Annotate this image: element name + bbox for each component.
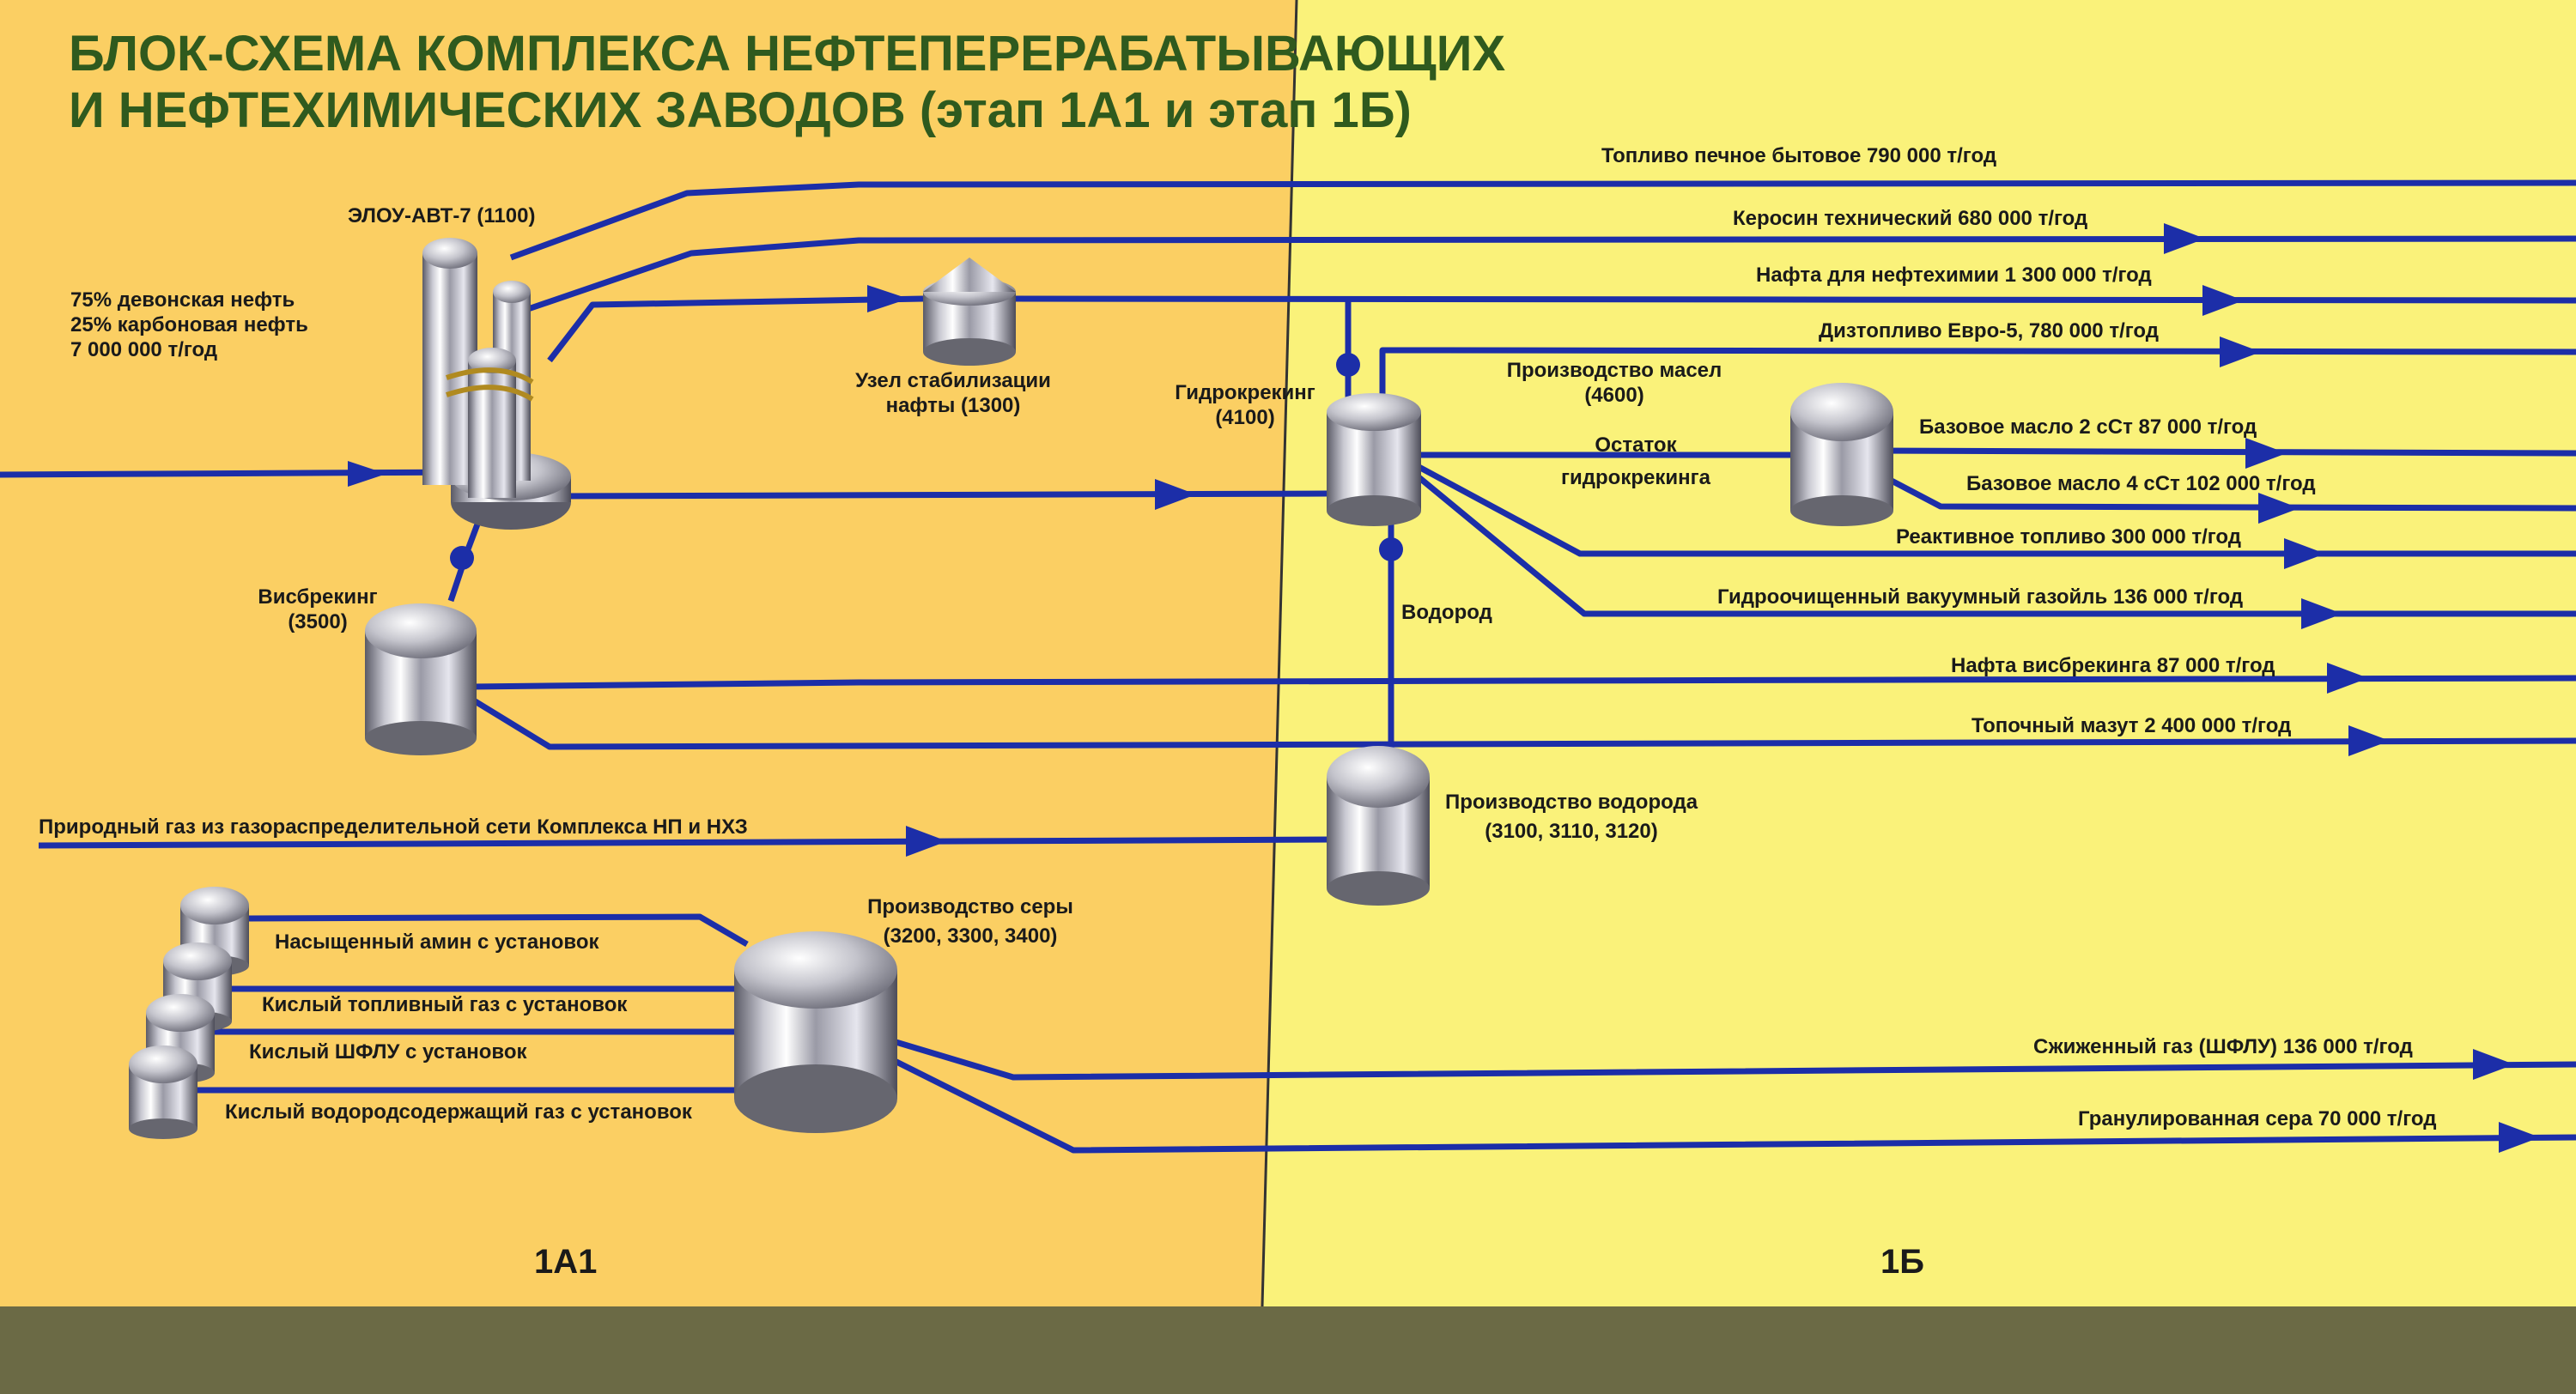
sulfur-input-vessels [129,887,249,1139]
pipe-lpg [883,1035,2576,1081]
pipe-amine [248,913,749,948]
pipe-elou-to-hydrocracking [557,490,1327,500]
junction-visbreaking [450,546,474,570]
flow-arrows [348,223,2540,1153]
hydrocracking-label-line-2: (4100) [1215,405,1275,429]
stage-divider [1261,0,1298,1307]
arrow-diesel [2220,336,2261,367]
visbreaking-label-line-2: (3500) [288,609,348,633]
visbreaking-label: Висбрекинг (3500) [232,585,404,635]
oils-production-label: Производство масел (4600) [1485,359,1743,409]
ground-strip [0,1306,2576,1394]
pipe-base-oil-2 [1871,447,2576,457]
pipe-heating-fuel [509,179,2576,261]
hydrogen-production-unit [1327,746,1430,906]
sulfur-input-sour-fuel-gas: Кислый топливный газ с установок [262,993,628,1016]
pipe-visbreaking-naphtha [471,675,2576,690]
pipes [0,179,2576,1154]
product-sulfur: Гранулированная сера 70 000 т/год [2078,1107,2437,1130]
product-kerosene: Керосин технический 680 000 т/год [1733,207,2088,230]
arrow-kerosene [2164,223,2205,254]
sour-hydrogen-gas-vessel [129,1046,197,1139]
oils-unit [1790,383,1893,526]
pipe-vgo [1410,470,2576,617]
junction-naphtha-tap [1336,353,1360,377]
hydrocracking-label-line-1: Гидрокрекинг [1175,381,1315,404]
hydrocracking-unit [1327,393,1421,526]
diagram-title: БЛОК-СХЕМА КОМПЛЕКСА НЕФТЕПЕРЕРАБАТЫВАЮЩ… [69,26,1505,139]
visbreaking-label-line-1: Висбрекинг [258,585,378,609]
stabilization-unit [923,258,1016,366]
product-jet-fuel: Реактивное топливо 300 000 т/год [1896,525,2242,549]
arrow-to-stabilization [867,285,908,312]
pipe-naphtha-petrochem [1012,295,2576,304]
arrow-fuel-oil [2348,725,2390,756]
oils-label-line-1: Производство масел [1506,359,1722,382]
product-base-oil-2: Базовое масло 2 сСт 87 000 т/год [1919,415,2257,439]
arrow-elou-to-hydrocracking [1155,479,1196,510]
product-naphtha-petrochem: Нафта для нефтехимии 1 300 000 т/год [1756,264,2152,287]
oils-label-line-2: (4600) [1584,383,1644,407]
pipe-natural-gas [38,836,1336,849]
pipe-diesel [1379,347,2576,429]
arrow-base-oil-2 [2245,438,2287,469]
product-vgo: Гидроочищенный вакуумный газойль 136 000… [1717,585,2244,609]
stabilization-label: Узел стабилизации нафты (1300) [841,369,1065,419]
stabilization-label-line-1: Узел стабилизации [855,369,1051,392]
product-base-oil-4: Базовое масло 4 сСт 102 000 т/год [1966,472,2316,495]
arrow-visbreaking-naphtha [2327,663,2368,694]
feed-line-1: 75% девонская нефть [70,288,295,312]
hydrogen-production-label: Производство водорода (3100, 3110, 3120) [1417,788,1726,846]
hydrogen-label: Водород [1401,601,1492,624]
sulfur-input-sour-hydrogen-gas: Кислый водородсодержащий газ с установок [225,1100,692,1124]
hydrogen-production-label-line-1: Производство водорода [1444,791,1698,814]
product-heating-fuel: Топливо печное бытовое 790 000 т/год [1601,144,1997,167]
arrow-vgo [2301,598,2342,629]
arrow-sulfur [2499,1122,2540,1153]
sulfur-production-unit [734,931,897,1133]
arrow-natural-gas [906,826,947,857]
stage-label-1a1: 1А1 [534,1243,598,1281]
sulfur-production-label: Производство серы (3200, 3300, 3400) [841,893,1099,951]
feed-line-2: 25% карбоновая нефть [70,312,308,336]
sulfur-production-label-line-2: (3200, 3300, 3400) [883,924,1058,948]
pipe-sulfur [874,1048,2576,1154]
product-lpg: Сжиженный газ (ШФЛУ) 136 000 т/год [2033,1035,2413,1058]
pipe-kerosene [526,235,2576,312]
arrow-base-oil-4 [2258,493,2300,524]
sulfur-input-amine: Насыщенный амин с установок [275,930,599,954]
sulfur-input-sour-lpg: Кислый ШФЛУ с установок [249,1040,527,1064]
hydrogen-production-label-line-2: (3100, 3110, 3120) [1485,820,1658,843]
product-diesel: Дизтопливо Евро-5, 780 000 т/год [1819,319,2159,342]
residue-label-line-1: Остаток [1595,433,1677,457]
crude-feed-label: 75% девонская нефть 25% карбоновая нефть… [70,288,308,362]
elou-label: ЭЛОУ-АВТ-7 (1100) [348,204,536,227]
product-visbreaking-naphtha: Нафта висбрекинга 87 000 т/год [1951,654,2275,677]
pipe-jet-fuel [1411,460,2576,557]
arrow-naphtha-petrochem [2202,285,2244,316]
hydrocracking-label: Гидрокрекинг (4100) [1151,381,1340,431]
title-line-1: БЛОК-СХЕМА КОМПЛЕКСА НЕФТЕПЕРЕРАБАТЫВАЮЩ… [69,26,1506,82]
residue-label-line-2: гидрокрекинга [1561,466,1710,489]
arrow-jet-fuel [2284,538,2325,569]
pipe-crude-feed [0,469,469,478]
feed-line-3: 7 000 000 т/год [70,337,218,361]
junction-hydrogen [1379,537,1403,561]
arrow-crude [348,461,386,487]
stage-1b-area [1262,0,2576,1306]
arrow-lpg [2473,1049,2514,1080]
natural-gas-label: Природный газ из газораспределительной с… [39,815,748,839]
title-line-2: И НЕФТЕХИМИЧЕСКИХ ЗАВОДОВ (этап 1А1 и эт… [69,82,1412,138]
residue-label: Остаток гидрокрекинга [1537,429,1735,494]
visbreaking-unit [365,603,477,755]
product-fuel-oil: Топочный мазут 2 400 000 т/год [1971,714,2292,737]
pipe-fuel-oil [471,697,2576,750]
pipe-base-oil-4 [1870,467,2576,512]
sulfur-production-label-line-1: Производство серы [867,895,1073,918]
stage-label-1b: 1Б [1880,1243,1924,1281]
stabilization-label-line-2: нафты (1300) [885,393,1021,417]
elou-avt-7-unit [422,238,571,530]
pipe-to-stabilization [547,295,924,363]
